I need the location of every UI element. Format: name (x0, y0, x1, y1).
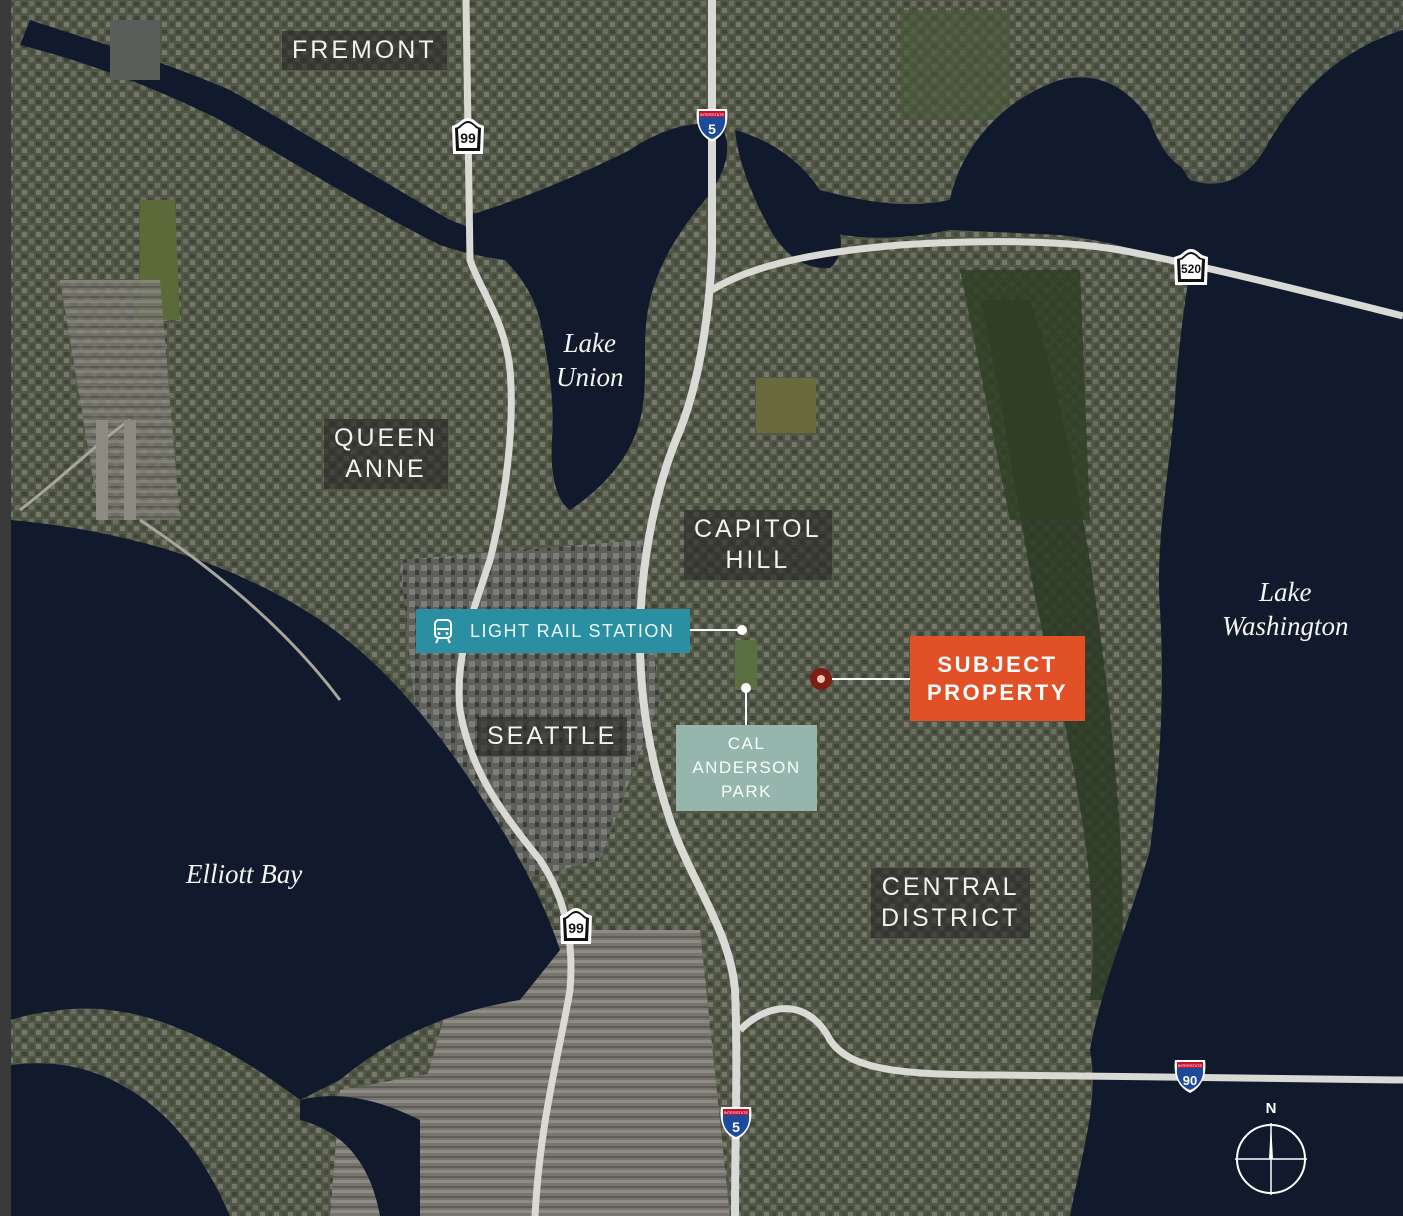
pier-1 (96, 420, 108, 520)
park-label-1: CAL (727, 734, 766, 753)
lake-washington (950, 0, 1403, 1216)
svg-text:99: 99 (568, 920, 584, 936)
i5-south-shield-icon: INTERSTATE 5 (720, 1107, 752, 1140)
light-rail-callout[interactable]: LIGHT RAIL STATION (416, 609, 690, 653)
rail-dot (737, 625, 747, 635)
svg-text:INTERSTATE: INTERSTATE (724, 1110, 749, 1115)
label-elliott-bay: Elliott Bay (186, 859, 303, 889)
pier-2 (124, 420, 136, 520)
subject-property-callout[interactable]: SUBJECT PROPERTY (910, 636, 1085, 721)
portage-bay (735, 130, 841, 269)
sr520 (710, 238, 1403, 320)
subject-label-1: SUBJECT (937, 651, 1058, 677)
light-rail-label: LIGHT RAIL STATION (470, 620, 675, 641)
park-label-3: PARK (720, 782, 773, 801)
interbay (60, 280, 180, 520)
i90-shield-icon: INTERSTATE 90 (1174, 1060, 1206, 1093)
sr99 (455, 0, 575, 1216)
i90 (737, 1005, 1403, 1084)
svg-text:90: 90 (1183, 1073, 1197, 1088)
west-seattle (11, 1010, 320, 1216)
sr99-north-shield-icon: 99 (452, 118, 484, 154)
subject-label-2: PROPERTY (926, 679, 1069, 705)
label-central-district: CENTRAL DISTRICT (871, 868, 1031, 938)
north-green (900, 10, 1010, 120)
location-dot-icon (810, 668, 832, 690)
compass-icon (1235, 1123, 1307, 1195)
arterial-2 (19, 418, 131, 512)
sr99-south-shield-icon: 99 (560, 908, 592, 944)
lake-union (470, 123, 728, 510)
park-label-2: ANDERSON (692, 758, 801, 777)
svg-text:520: 520 (1181, 262, 1201, 276)
label-capitol-hill: CAPITOL HILL (684, 510, 832, 580)
svg-text:INTERSTATE: INTERSTATE (700, 112, 725, 117)
sound-south (11, 1056, 230, 1216)
label-fremont: FREMONT (282, 31, 447, 70)
label-lake-washington: Lake Washington (1222, 577, 1349, 641)
ship-canal (20, 20, 580, 264)
duwamish (300, 1096, 420, 1216)
sr520-shield-icon: 520 (1174, 249, 1208, 285)
label-lake-union: Lake Union (556, 328, 624, 392)
union-bay (820, 190, 950, 238)
label-seattle: SEATTLE (477, 717, 628, 756)
i5 (635, 0, 741, 1216)
svg-text:5: 5 (732, 1119, 740, 1135)
park-callout[interactable]: CAL ANDERSON PARK (676, 725, 817, 811)
marina (110, 20, 160, 80)
label-queen-anne: QUEEN ANNE (324, 419, 448, 489)
laurelhurst (1150, 0, 1403, 184)
i5-north-shield-icon: INTERSTATE 5 (696, 109, 728, 142)
svg-text:5: 5 (708, 121, 716, 137)
svg-text:99: 99 (460, 130, 476, 146)
left-edge (0, 0, 11, 1216)
cal-anderson-green (735, 640, 757, 690)
volunteer-park (756, 378, 816, 433)
compass-north-label: N (1265, 1100, 1277, 1117)
elliott-bay (11, 520, 560, 1100)
arterial-1 (139, 518, 342, 701)
svg-text:INTERSTATE: INTERSTATE (1178, 1063, 1203, 1068)
tram-icon (416, 609, 470, 653)
arboretum (960, 270, 1090, 520)
park-dot (741, 683, 751, 693)
